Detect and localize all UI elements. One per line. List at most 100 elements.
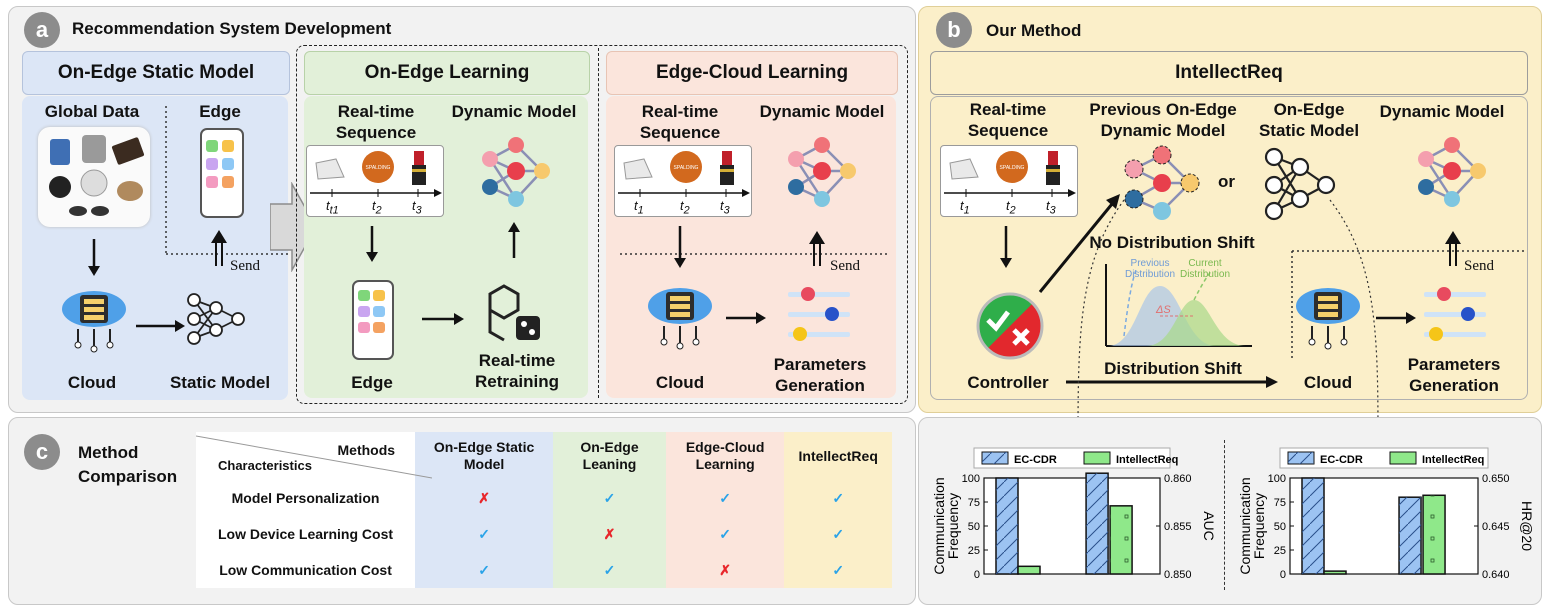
prev-dist-label: Previous Distribution (1124, 258, 1176, 280)
sequence-label-learning: Real-time Sequence (335, 102, 417, 142)
cell-edgecloud: ✗ (665, 552, 785, 588)
left-axis-label-line1: Communication (1237, 477, 1253, 574)
t3-edgecloud: t3 (720, 198, 730, 217)
params-label-edgecloud: Parameters Generation (773, 355, 867, 395)
col-header-learning: On-Edge Leaning (553, 432, 666, 480)
cell-learning: ✓ (553, 552, 666, 588)
panel-b-badge: b (936, 12, 972, 48)
charts-divider (1224, 440, 1225, 590)
sequence-label-edgecloud: Real-time Sequence (639, 102, 721, 142)
col-header-static: On-Edge Static Model (415, 432, 554, 480)
send-label-b: Send (1464, 258, 1494, 274)
phone-apps (206, 140, 234, 188)
left-axis-label-line2: Frequency (945, 493, 961, 559)
legend-swatch-intellectreq (1389, 451, 1417, 465)
legend-box (1279, 447, 1489, 469)
group-divider (598, 48, 599, 398)
prev-dynamic-network-icon (1124, 145, 1200, 220)
corner-characteristics: Characteristics (218, 458, 312, 473)
comparison-table: Methods Characteristics On-Edge Static M… (196, 432, 892, 588)
panel-b-title: Our Method (986, 21, 1082, 40)
left-tick-label: 100 (962, 473, 980, 485)
cloud-label-static: Cloud (67, 373, 117, 392)
cell-intellectreq: ✓ (784, 552, 892, 588)
right-tick-label: 0.855 (1164, 521, 1192, 533)
table-corner: Methods Characteristics (196, 432, 432, 480)
col-header-intellectreq: IntellectReq (784, 432, 892, 480)
sequence-label-b: Real-time Sequence (967, 100, 1049, 140)
table-row: Low Communication Cost ✓ ✓ ✗ ✓ (196, 552, 892, 588)
shift-label: Distribution Shift (1104, 359, 1242, 378)
cell-intellectreq: ✓ (784, 516, 892, 552)
edge-label-static: Edge (199, 102, 241, 121)
panel-c-title: Method Comparison (78, 443, 178, 486)
t2-edgecloud: t2 (680, 198, 690, 217)
cell-intellectreq: ✓ (784, 480, 892, 516)
dashed-group (296, 45, 908, 404)
bar-ec-cdr-metric-pattern (1086, 473, 1109, 574)
cloud-server-icon-static (62, 291, 126, 353)
send-label-static: Send (230, 258, 260, 274)
delta-s-label: ΔS (1156, 304, 1171, 316)
cloud-label-b: Cloud (1303, 373, 1353, 392)
right-tick-label: 0.650 (1482, 473, 1510, 485)
t1-edgecloud: t1 (634, 198, 644, 217)
dynamic-model-label-edgecloud: Dynamic Model (759, 102, 885, 121)
retraining-icon (488, 284, 540, 342)
prev-model-label: Previous On-Edge Dynamic Model (1089, 100, 1237, 140)
dynamic-network-icon-learning (482, 137, 550, 207)
legend-box (973, 447, 1171, 469)
intellectreq-header: IntellectReq (930, 51, 1528, 95)
global-data-label: Global Data (44, 102, 140, 121)
t1-b: t1 (960, 198, 970, 217)
legend-swatch-intellectreq (1083, 451, 1111, 465)
cloud-server-icon-edgecloud (648, 288, 712, 350)
panel-a-title: Recommendation System Development (72, 19, 392, 38)
bar-intellectreq-frequency-pattern (1018, 566, 1040, 574)
row-label: Low Device Learning Cost (196, 516, 416, 552)
edge-label-learning: Edge (351, 373, 393, 392)
sequence-items-b: SPALDING (944, 151, 1076, 197)
legend-label-intellectreq: IntellectReq (1116, 454, 1178, 466)
legend-label-ec-cdr: EC-CDR (1320, 454, 1363, 466)
row-label: Model Personalization (196, 480, 416, 516)
cell-learning: ✗ (553, 516, 666, 552)
left-tick-label: 100 (1268, 473, 1286, 485)
right-tick-label: 0.850 (1164, 569, 1192, 581)
left-tick-label: 50 (1274, 521, 1286, 533)
on-edge-learning-header: On-Edge Learning (304, 51, 590, 95)
no-shift-label: No Distribution Shift (1089, 233, 1255, 252)
bar-ec-cdr-metric-pattern (1399, 497, 1422, 574)
svg-text:SPALDING: SPALDING (1000, 165, 1025, 171)
legend-hatch-ec-cdr (982, 452, 1008, 464)
panel-c-badge: c (24, 434, 60, 470)
bar-ec-cdr-frequency-pattern (996, 478, 1018, 574)
chart-legend: EC-CDR IntellectReq (973, 447, 1178, 469)
right-axis-label: AUC (1201, 511, 1217, 541)
dynamic-network-icon-b (1418, 137, 1486, 207)
left-tick-label: 25 (1274, 545, 1286, 557)
table-row: Low Device Learning Cost ✓ ✗ ✓ ✓ (196, 516, 892, 552)
left-tick-label: 0 (1280, 569, 1286, 581)
static-connectors (88, 106, 288, 332)
t2-b: t2 (1006, 198, 1016, 217)
legend-label-ec-cdr: EC-CDR (1014, 454, 1057, 466)
bar-intellectreq-frequency-pattern (1324, 571, 1346, 574)
curr-dist-label: Current Distribution (1179, 258, 1231, 280)
sequence-items-edgecloud: SPALDING (618, 151, 750, 197)
static-model-header: On-Edge Static Model (22, 51, 290, 95)
left-tick-label: 50 (968, 521, 980, 533)
left-tick-label: 0 (974, 569, 980, 581)
left-axis-label-line2: Frequency (1251, 493, 1267, 559)
or-label: or (1218, 172, 1235, 191)
t1-learning: tt1 (326, 198, 339, 217)
global-data-products (49, 135, 145, 216)
static-network-icon-b (1264, 147, 1336, 221)
right-axis-label: HR@20 (1519, 501, 1535, 551)
t3-learning: t3 (412, 198, 422, 217)
parameters-icon-edgecloud (788, 287, 850, 341)
cell-learning: ✓ (553, 480, 666, 516)
